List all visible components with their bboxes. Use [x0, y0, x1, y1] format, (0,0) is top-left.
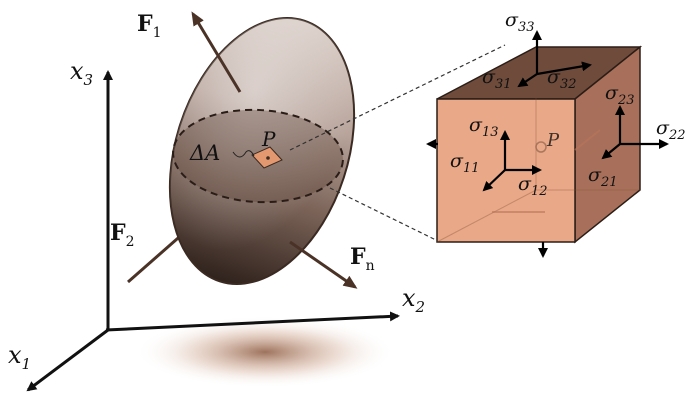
label-sigma23: σ23 [605, 82, 635, 108]
label-f1: F1 [137, 11, 162, 41]
labels: x3 x2 x1 F1 F2 Fn ΔA P P σ33 σ31 σ32 σ23… [8, 9, 686, 373]
label-p-cube: P [546, 130, 560, 151]
label-sigma11: σ11 [450, 150, 480, 176]
label-sigma33: σ33 [505, 9, 535, 35]
zoom-connector-lines [289, 44, 506, 243]
label-sigma21: σ21 [588, 164, 618, 190]
label-sigma12: σ12 [518, 173, 548, 199]
sigma11-arrow [482, 169, 506, 192]
label-sigma22: σ22 [656, 117, 686, 143]
label-x2: x2 [402, 284, 425, 316]
x1-axis [26, 328, 109, 392]
label-p-body: P [261, 127, 276, 151]
stress-arrows [426, 30, 669, 258]
label-f2: F2 [110, 220, 135, 250]
label-fn: Fn [350, 244, 375, 274]
label-sigma32: σ32 [547, 66, 577, 92]
label-sigma13: σ13 [469, 114, 499, 140]
label-x1: x1 [8, 341, 31, 373]
deformable-body [168, 17, 356, 285]
sigma21-arrow [601, 143, 621, 160]
stress-cube [436, 45, 643, 244]
coordinate-axes [26, 70, 400, 392]
label-delta-a: ΔA [189, 141, 220, 165]
point-p-cube-marker [535, 141, 547, 153]
label-x3: x3 [70, 57, 93, 89]
force-fn-arrow [289, 240, 358, 289]
floor-shadow [135, 316, 395, 388]
sigma32-arrow [536, 61, 592, 76]
point-p-dot [266, 156, 270, 160]
sigma31-arrow [517, 73, 538, 88]
force-f1-arrow [191, 11, 242, 93]
delta-a-leader [232, 150, 255, 158]
x2-axis [105, 311, 400, 332]
label-sigma31: σ31 [482, 66, 512, 92]
